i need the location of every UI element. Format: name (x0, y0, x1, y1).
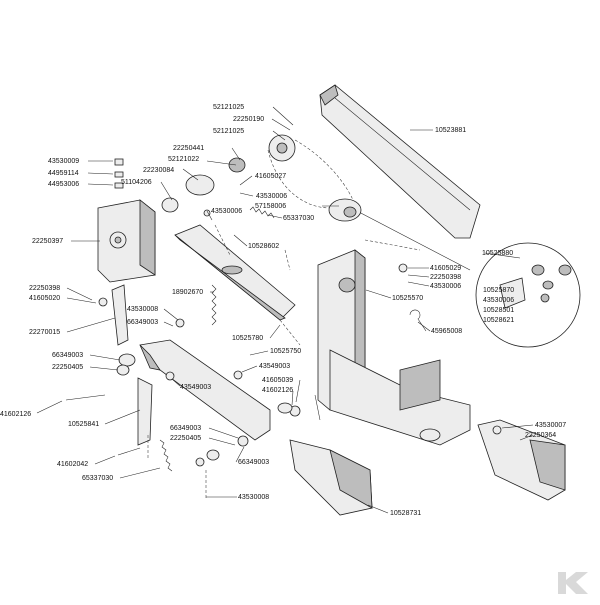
part-label: 10528602 (248, 243, 279, 250)
part-label: 66349003 (170, 425, 201, 432)
part-label: 10528731 (390, 510, 421, 517)
part-label: 10528621 (483, 317, 514, 324)
part-label: 43530009 (48, 158, 79, 165)
part-label: 41605029 (430, 265, 461, 272)
part-label: 10528501 (483, 307, 514, 314)
sprocket-chain (267, 134, 471, 271)
part-label: 43549003 (259, 363, 290, 370)
left-bracket (97, 199, 156, 283)
spring-upper (211, 284, 217, 326)
part-label: 22250364 (525, 432, 556, 439)
part-label: 41605027 (255, 173, 286, 180)
assembly-lines (147, 224, 421, 500)
part-label: 22250405 (170, 435, 201, 442)
part-label: 57158006 (255, 203, 286, 210)
part-label: 22250398 (430, 274, 461, 281)
part-label: 22250398 (29, 285, 60, 292)
part-label: 43549003 (180, 384, 211, 391)
part-label: 43530008 (238, 494, 269, 501)
part-label: 43530006 (483, 297, 514, 304)
part-label: 18902670 (172, 289, 203, 296)
main-frame (317, 249, 471, 446)
part-label: 22230084 (143, 167, 174, 174)
part-label: 22270015 (29, 329, 60, 336)
guard-lower-right (477, 419, 566, 501)
part-label: 10525570 (392, 295, 423, 302)
part-label: 44959114 (48, 170, 79, 177)
part-label: 10525880 (482, 250, 513, 257)
part-label: 41602042 (57, 461, 88, 468)
tensioner-idler (328, 198, 362, 222)
part-label: 52121025 (213, 104, 244, 111)
part-label: 22250397 (32, 238, 63, 245)
part-label: 10525841 (68, 421, 99, 428)
part-label: 43530008 (127, 306, 158, 313)
upper-arm (174, 224, 296, 321)
detail-callout (475, 242, 581, 348)
part-label: 22250190 (233, 116, 264, 123)
part-label: 43530006 (211, 208, 242, 215)
spring-tension (249, 206, 275, 219)
lower-lever (139, 339, 271, 441)
part-labels: 52121025 22250190 52121025 10523881 4353… (0, 104, 566, 517)
part-label: 66349003 (52, 352, 83, 359)
guard-plate (319, 84, 481, 239)
part-label: 10525780 (232, 335, 263, 342)
part-label: 41605039 (262, 377, 293, 384)
part-label: 41602126 (262, 387, 293, 394)
brand-logo (558, 572, 588, 594)
part-label: 43530006 (430, 283, 461, 290)
part-label: 43530006 (256, 193, 287, 200)
part-label: 10525750 (270, 348, 301, 355)
small-bracket (137, 377, 153, 446)
part-label: 10523881 (435, 127, 466, 134)
part-label: 44953006 (48, 181, 79, 188)
part-label: 41605020 (29, 295, 60, 302)
part-label: 65337030 (82, 475, 113, 482)
part-label: 66349003 (238, 459, 269, 466)
fasteners (65, 158, 502, 467)
part-label: 10525870 (483, 287, 514, 294)
part-label: 22250405 (52, 364, 83, 371)
part-label: 22250441 (173, 145, 204, 152)
part-label: 45965008 (431, 328, 462, 335)
guard-lower-mid (289, 439, 373, 516)
spring-lower (159, 439, 173, 472)
leader-lines (36, 106, 534, 514)
part-label: 43530007 (535, 422, 566, 429)
part-label: 52121025 (213, 128, 244, 135)
part-label: 51104206 (121, 179, 152, 186)
part-label: 65337030 (283, 215, 314, 222)
part-label: 52121022 (168, 156, 199, 163)
part-label: 66349003 (127, 319, 158, 326)
handle-lever (111, 284, 129, 346)
gear-assembly (161, 157, 246, 213)
part-label: 41602126 (0, 411, 31, 418)
